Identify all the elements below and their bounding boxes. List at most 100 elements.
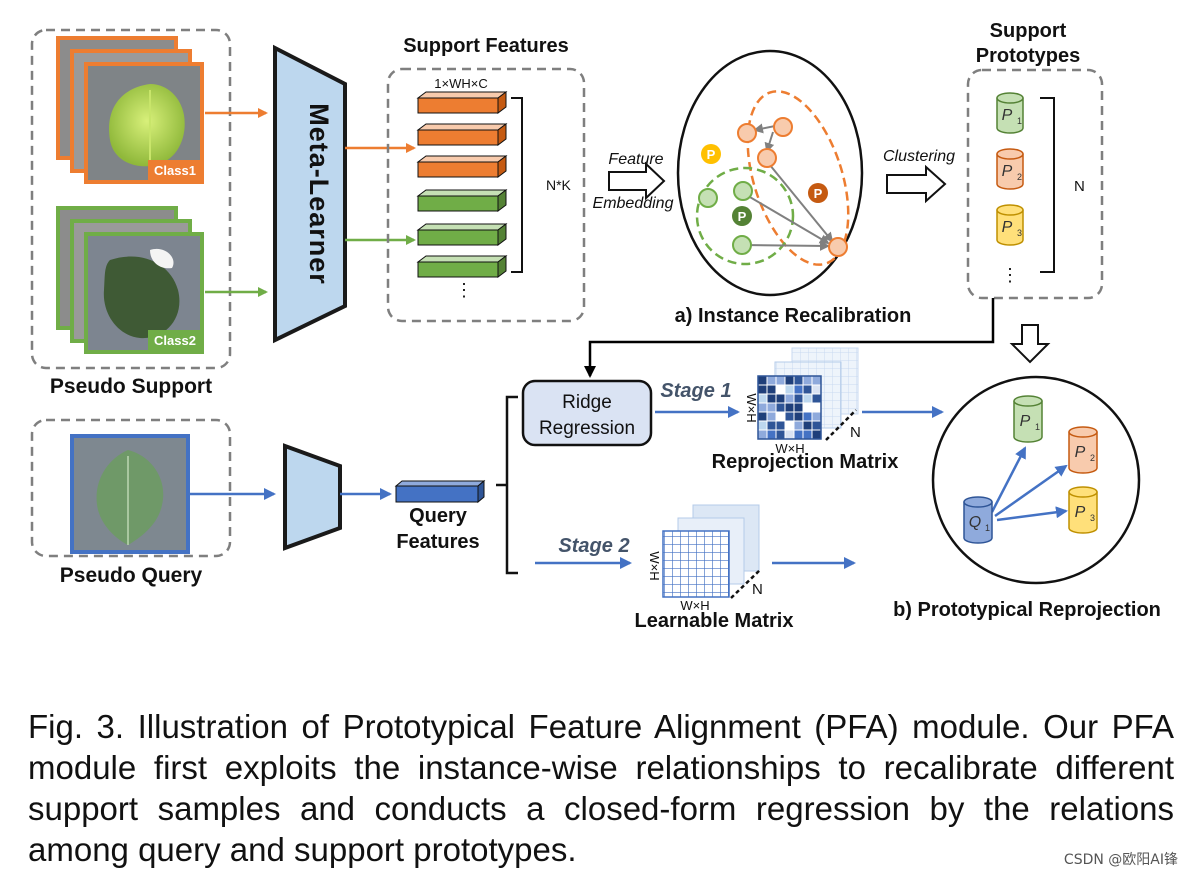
meta-learner: Meta-Learner — [273, 44, 347, 344]
pseudo-query-box — [30, 418, 232, 558]
down-arrow-to-reprojection — [1009, 324, 1051, 364]
support-prototypes-title-2: Prototypes — [976, 45, 1080, 67]
learnable-matrix — [662, 504, 761, 599]
orange-node — [773, 117, 793, 137]
orange-cluster — [746, 90, 850, 266]
green-node — [698, 188, 718, 208]
reprojection-matrix — [757, 347, 859, 441]
recalibration-ellipse — [676, 49, 864, 297]
class2-tag — [148, 330, 202, 350]
green-cluster — [695, 166, 795, 266]
connector-prototypes-to-ridge — [584, 298, 995, 378]
svg-text:2: 2 — [1090, 453, 1095, 463]
orange-node — [737, 123, 757, 143]
learn-wxh-horizontal: W×H — [680, 598, 709, 613]
svg-text:2: 2 — [1017, 172, 1022, 182]
class1-label: Class1 — [154, 163, 196, 178]
figure-caption: Fig. 3. Illustration of Prototypical Fea… — [28, 708, 1174, 868]
svg-text:P: P — [814, 186, 823, 201]
pseudo-query-label: Pseudo Query — [60, 564, 203, 587]
pseudo-support-box — [30, 28, 232, 370]
relation-lines — [741, 123, 834, 251]
svg-text:P: P — [1002, 107, 1013, 124]
feature-dim-label: 1×WH×C — [434, 76, 487, 91]
feature-bar — [416, 155, 508, 178]
pseudo-support-group: Class1 Class2 Pseudo Support — [30, 28, 232, 398]
query-encoder — [283, 443, 342, 551]
prototypical-reprojection-label: b) Prototypical Reprojection — [893, 599, 1161, 621]
pseudo-query-group: Pseudo Query — [30, 418, 232, 587]
feature-label: Feature — [608, 151, 663, 168]
reproj-n-label: N — [850, 424, 861, 441]
ridge-regression-label-1: Ridge — [562, 392, 612, 413]
orange-node — [757, 148, 777, 168]
svg-text:3: 3 — [1017, 228, 1022, 238]
svg-text:1: 1 — [985, 523, 990, 533]
orange-node — [828, 237, 848, 257]
prototype-badge: P — [701, 144, 721, 164]
reprojection-arrows — [990, 446, 1068, 522]
meta-learner-shape — [273, 44, 347, 344]
svg-text:P: P — [738, 209, 747, 224]
learn-wxh-vertical: W×H — [647, 551, 662, 580]
instance-recalibration-label: a) Instance Recalibration — [675, 305, 912, 327]
class2-label: Class2 — [154, 333, 196, 348]
svg-text:P: P — [1020, 413, 1031, 430]
query-features-label-2: Features — [396, 531, 479, 553]
svg-text:3: 3 — [1090, 513, 1095, 523]
pfa-diagram: Class1 Class2 Pseudo Support Meta-Learne… — [30, 20, 1161, 632]
svg-text:P: P — [1002, 163, 1013, 180]
reproj-wxh-vertical: W×H — [744, 393, 759, 422]
support-prototypes-title-1: Support — [990, 20, 1067, 42]
support-features-box — [386, 67, 586, 323]
green-node — [733, 181, 753, 201]
svg-text:P: P — [707, 147, 716, 162]
svg-text:1: 1 — [1017, 116, 1022, 126]
feature-bars — [416, 91, 508, 278]
stage2-label: Stage 2 — [558, 535, 629, 557]
stage1-label: Stage 1 — [660, 380, 731, 402]
support-features-title: Support Features — [403, 35, 569, 57]
feature-bar — [416, 123, 508, 146]
watermark: CSDN @欧阳AI锋 — [1063, 852, 1178, 868]
ridge-regression-box — [521, 379, 653, 447]
prototype-badge: P — [732, 206, 752, 226]
instance-recalibration-group: P P P a) Instance Recalibration — [675, 49, 912, 327]
class1-tag — [148, 160, 202, 180]
feature-bar — [416, 189, 508, 212]
clustering-label: Clustering — [883, 148, 955, 165]
prototype-badge: P — [808, 183, 828, 203]
svg-text:Q: Q — [969, 514, 981, 531]
leaf-image-query — [96, 450, 164, 545]
reprojection-matrix-label: Reprojection Matrix — [712, 451, 899, 473]
svg-text:P: P — [1075, 504, 1086, 521]
feature-bar — [416, 91, 508, 114]
feature-bar — [416, 223, 508, 246]
leaf-image-1 — [109, 84, 185, 167]
leaf-image-2 — [103, 256, 180, 339]
svg-text:1: 1 — [1035, 422, 1040, 432]
clustering-arrow — [886, 164, 947, 204]
n-label: N — [1074, 178, 1085, 195]
query-features-label-1: Query — [409, 505, 468, 527]
embedding-label: Embedding — [593, 195, 674, 212]
recalibration-nodes: P P P — [698, 117, 848, 257]
meta-learner-label: Meta-Learner — [304, 103, 334, 285]
branch-bracket — [496, 395, 518, 575]
green-node — [732, 235, 752, 255]
query-feature-bar — [394, 479, 486, 504]
nk-bracket — [511, 97, 523, 273]
learn-n-label: N — [752, 581, 763, 598]
support-prototypes-box — [966, 68, 1104, 300]
nk-label: N*K — [546, 177, 572, 193]
